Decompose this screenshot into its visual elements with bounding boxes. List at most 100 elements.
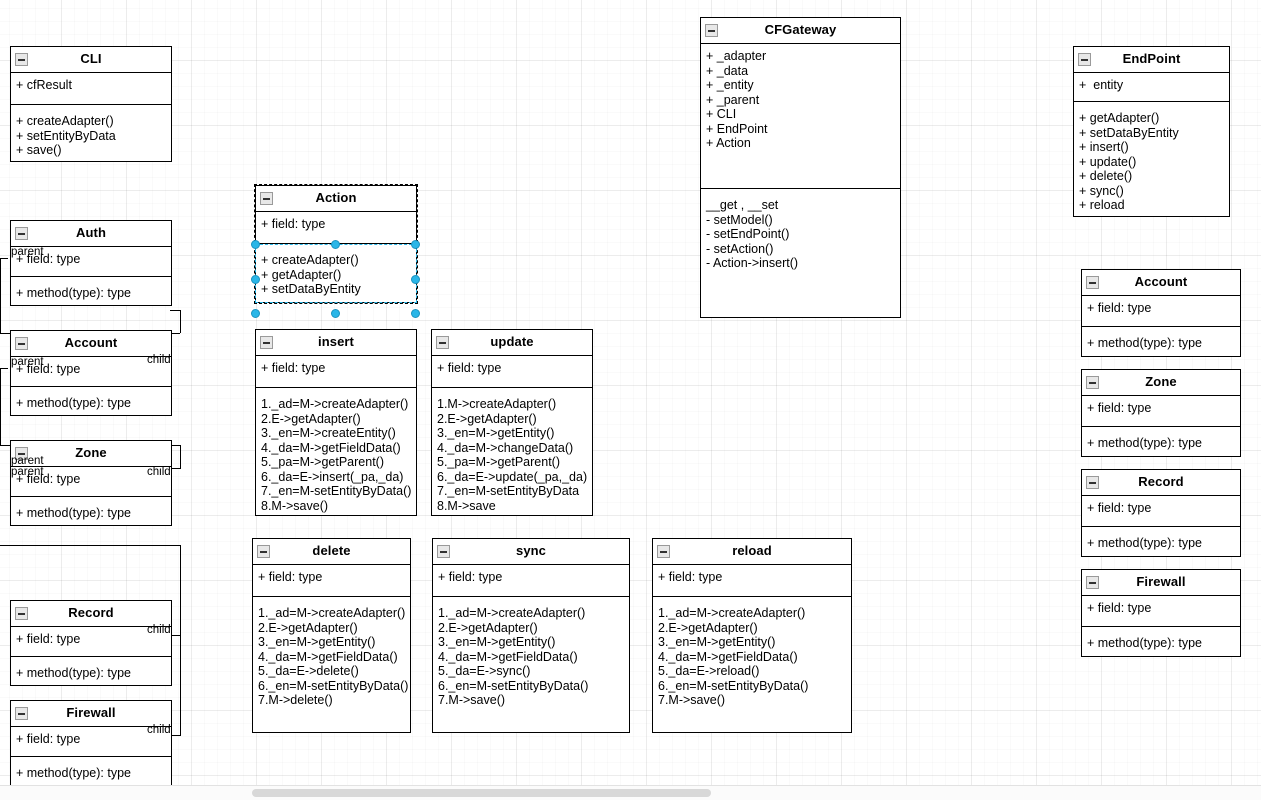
method-line: 6._en=M-setEntityByData() xyxy=(658,678,809,693)
collapse-minus-icon[interactable] xyxy=(15,337,28,350)
uml-class-firewall-right[interactable]: Firewall+ field: type+ method(type): typ… xyxy=(1081,569,1241,657)
resize-handle-h-bl[interactable] xyxy=(251,309,260,318)
association-line-auth-to-account-h-top[interactable] xyxy=(0,258,8,259)
resize-handle-h-tm[interactable] xyxy=(331,240,340,249)
collapse-minus-icon[interactable] xyxy=(1086,576,1099,589)
method-line: + method(type): type xyxy=(1087,536,1202,550)
class-title-row: Zone xyxy=(11,441,171,467)
collapse-minus-icon[interactable] xyxy=(257,545,270,558)
uml-class-auth[interactable]: Auth+ field: type+ method(type): type xyxy=(10,220,172,306)
method-line: + method(type): type xyxy=(1087,436,1202,450)
association-line-account-right-v[interactable] xyxy=(180,310,181,333)
association-line-record-to-firewall-v[interactable] xyxy=(180,635,181,735)
resize-handle-h-tr[interactable] xyxy=(411,240,420,249)
uml-class-record-left[interactable]: Record+ field: type+ method(type): type xyxy=(10,600,172,686)
resize-handle-h-bm[interactable] xyxy=(331,309,340,318)
method-line: - Action->insert() xyxy=(706,256,799,270)
uml-class-cfgateway[interactable]: CFGateway+ _adapter+ _data+ _entity+ _pa… xyxy=(700,17,901,318)
method-line: 1._ad=M->createAdapter() xyxy=(258,606,406,620)
collapse-minus-icon[interactable] xyxy=(15,707,28,720)
uml-class-account-right[interactable]: Account+ field: type+ method(type): type xyxy=(1081,269,1241,357)
method-line: 3._en=M->getEntity() xyxy=(658,635,776,649)
method-line: 5._da=E->reload() xyxy=(658,664,760,678)
attribute-line: + Action xyxy=(706,136,751,150)
attribute-line: + _parent xyxy=(706,92,760,107)
method-line: 8.M->save xyxy=(437,498,496,513)
method-line: + createAdapter() xyxy=(16,114,114,128)
resize-handle-h-mr[interactable] xyxy=(411,275,420,284)
method-line: __get , __set xyxy=(706,198,779,212)
association-line-record-child-h[interactable] xyxy=(170,635,181,636)
horizontal-scrollbar[interactable] xyxy=(0,785,1261,800)
attribute-line: + field: type xyxy=(1087,601,1152,615)
collapse-minus-icon[interactable] xyxy=(15,607,28,620)
attributes-compartment: + field: type xyxy=(253,565,410,597)
resize-handle-h-tl[interactable] xyxy=(251,240,260,249)
class-name-label: sync xyxy=(515,543,547,559)
class-name-label: Auth xyxy=(76,225,106,241)
uml-class-endpoint[interactable]: EndPoint+ entity+ getAdapter()+ setDataB… xyxy=(1073,46,1230,217)
association-line-zone-right-v[interactable] xyxy=(180,445,181,468)
attribute-line: + field: type xyxy=(16,472,81,486)
class-title-row: Record xyxy=(1082,470,1240,496)
collapse-minus-icon[interactable] xyxy=(705,24,718,37)
class-title-row: Firewall xyxy=(1082,570,1240,596)
association-line-zone-to-record-v[interactable] xyxy=(180,545,181,635)
methods-compartment: + method(type): type xyxy=(11,387,171,417)
method-line: 7._en=M-setEntityByData() xyxy=(261,484,412,498)
attribute-line: + entity xyxy=(1079,78,1124,92)
resize-handle-h-br[interactable] xyxy=(411,309,420,318)
collapse-minus-icon[interactable] xyxy=(437,545,450,558)
method-line: + insert() xyxy=(1079,140,1129,154)
class-title-row: CLI xyxy=(11,47,171,73)
method-line: 3._en=M->getEntity() xyxy=(258,635,376,649)
collapse-minus-icon[interactable] xyxy=(1086,276,1099,289)
association-line-auth-to-account-v[interactable] xyxy=(0,258,1,333)
methods-compartment: + createAdapter()+ setEntityByData+ save… xyxy=(11,105,171,164)
method-line: 4._da=M->getFieldData() xyxy=(261,440,401,455)
uml-class-record-right[interactable]: Record+ field: type+ method(type): type xyxy=(1081,469,1241,557)
collapse-minus-icon[interactable] xyxy=(657,545,670,558)
association-line-account-right-h[interactable] xyxy=(170,310,181,311)
uml-class-zone-right[interactable]: Zone+ field: type+ method(type): type xyxy=(1081,369,1241,457)
method-line: + delete() xyxy=(1079,169,1133,183)
uml-class-cli[interactable]: CLI+ cfResult+ createAdapter()+ setEntit… xyxy=(10,46,172,162)
method-line: 6._en=M-setEntityByData() xyxy=(438,678,589,693)
collapse-minus-icon[interactable] xyxy=(436,336,449,349)
method-line: 2.E->getAdapter() xyxy=(438,620,538,635)
uml-class-account-left[interactable]: Account+ field: type+ method(type): type xyxy=(10,330,172,416)
class-name-label: Record xyxy=(68,605,114,621)
association-line-account-to-zone-v[interactable] xyxy=(0,368,1,445)
collapse-minus-icon[interactable] xyxy=(260,192,273,205)
uml-class-zone-left[interactable]: Zone+ field: type+ method(type): type xyxy=(10,440,172,526)
association-line-zone-to-record-h[interactable] xyxy=(0,545,180,546)
collapse-minus-icon[interactable] xyxy=(1078,53,1091,66)
collapse-minus-icon[interactable] xyxy=(1086,476,1099,489)
collapse-minus-icon[interactable] xyxy=(260,336,273,349)
collapse-minus-icon[interactable] xyxy=(15,53,28,66)
uml-class-firewall-left[interactable]: Firewall+ field: type+ method(type): typ… xyxy=(10,700,172,786)
collapse-minus-icon[interactable] xyxy=(1086,376,1099,389)
method-line: 6._da=E->insert(_pa,_da) xyxy=(261,469,404,484)
association-line-account-to-zone-h-top[interactable] xyxy=(0,368,8,369)
method-line: 7._en=M-setEntityByData xyxy=(437,484,580,498)
attribute-line: + _data xyxy=(706,63,749,78)
class-title-row: insert xyxy=(256,330,416,356)
attributes-compartment: + field: type xyxy=(11,727,171,757)
association-line-firewall-child-h[interactable] xyxy=(170,735,181,736)
resize-handle-h-ml[interactable] xyxy=(251,275,260,284)
method-line: 3._en=M->createEntity() xyxy=(261,426,396,440)
methods-compartment: 1._ad=M->createAdapter()2.E->getAdapter(… xyxy=(256,388,416,519)
scrollbar-thumb[interactable] xyxy=(252,789,711,797)
class-title-row: Account xyxy=(1082,270,1240,296)
collapse-minus-icon[interactable] xyxy=(15,227,28,240)
association-line-zone-right-h[interactable] xyxy=(170,468,181,469)
collapse-minus-icon[interactable] xyxy=(15,447,28,460)
association-label-firewall-child: child xyxy=(147,724,171,736)
